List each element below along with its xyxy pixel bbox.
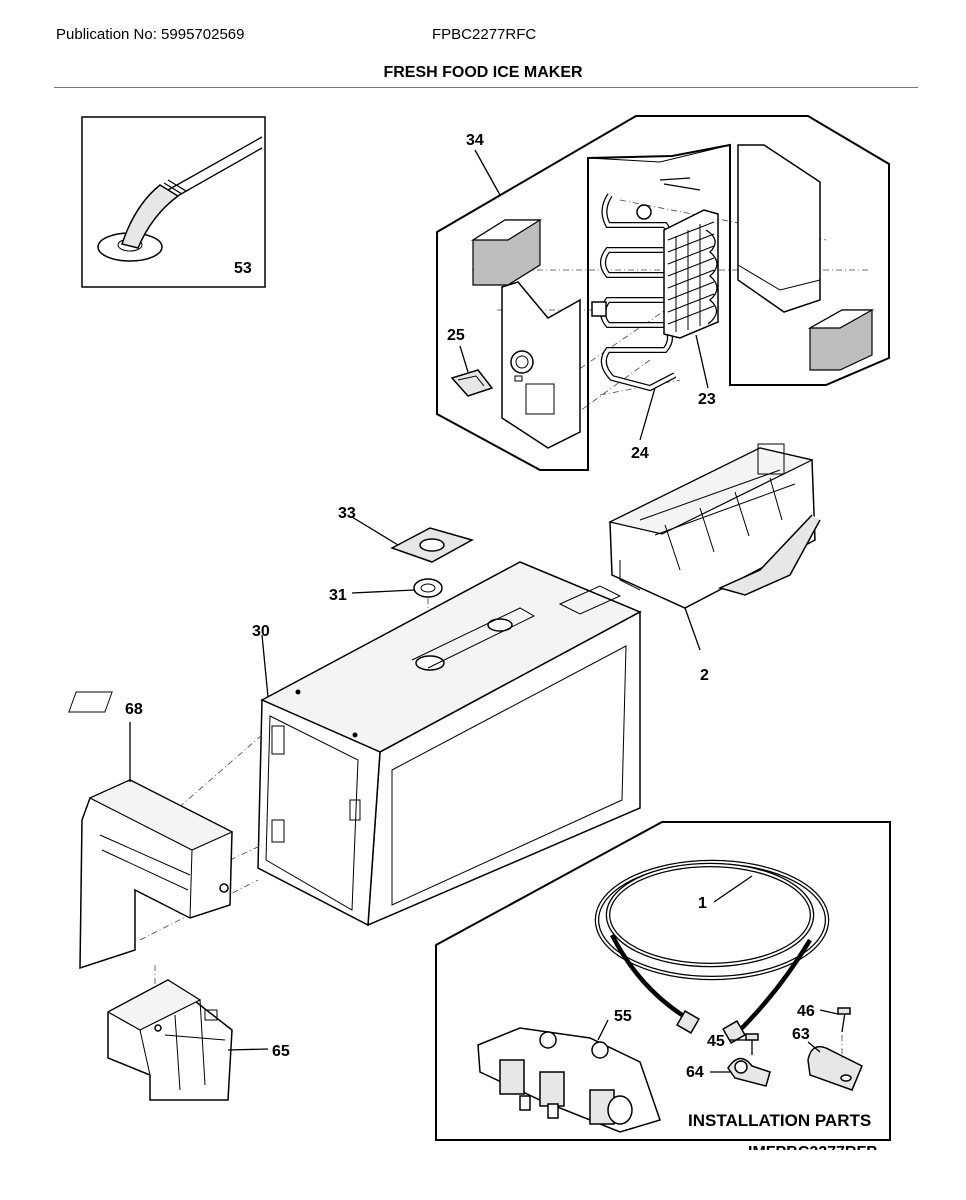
insulation-block-right [807, 309, 875, 371]
installation-parts-caption: INSTALLATION PARTS [688, 1111, 871, 1130]
label-46: 46 [797, 1003, 815, 1020]
part-46-screw [837, 1007, 851, 1033]
part-1-water-tubing [594, 859, 830, 1044]
label-24: 24 [631, 445, 649, 462]
label-53: 53 [234, 260, 252, 277]
part-34-evaporator-assembly: 34 25 23 24 [436, 115, 890, 471]
page-title: FRESH FOOD ICE MAKER [383, 64, 583, 81]
part-63-clamp [807, 1035, 863, 1091]
part-30-ice-housing: 30 [68, 561, 642, 927]
part-68-front-cover: 68 [79, 701, 234, 970]
evaporator-cover-left [501, 281, 581, 449]
label-33: 33 [338, 505, 356, 522]
part-65-chute: 65 [106, 979, 290, 1101]
label-2: 2 [700, 667, 709, 684]
label-31: 31 [329, 587, 347, 604]
part-33-pad: 33 [338, 505, 474, 563]
label-30: 30 [252, 623, 270, 640]
part-53-tube-fitting [97, 136, 263, 262]
publication-number: Publication No: 5995702569 [56, 26, 245, 43]
label-23: 23 [698, 391, 716, 408]
part-23-fin-block [663, 209, 719, 339]
part-31-grommet: 31 [329, 578, 443, 660]
label-63: 63 [792, 1026, 810, 1043]
label-45: 45 [707, 1033, 725, 1050]
part-64-clamp [727, 1057, 771, 1087]
part-25-clip [450, 369, 494, 397]
label-34: 34 [466, 132, 484, 149]
label-68: 68 [125, 701, 143, 718]
header-divider [54, 87, 918, 88]
label-55: 55 [614, 1008, 632, 1025]
model-number: FPBC2277RFC [432, 26, 537, 43]
installation-parts-kit: 1 55 46 45 [435, 821, 891, 1141]
part-2-ice-maker: 2 [608, 443, 821, 684]
part-45-screw [745, 1033, 759, 1055]
evaporator-cover-right [737, 144, 821, 313]
insulation-block-left [470, 219, 543, 286]
label-64: 64 [686, 1064, 704, 1081]
inset-53: 53 [81, 116, 266, 288]
label-65: 65 [272, 1043, 290, 1060]
label-1: 1 [698, 895, 707, 912]
part-55-water-valve [477, 1027, 661, 1133]
label-25: 25 [447, 327, 465, 344]
